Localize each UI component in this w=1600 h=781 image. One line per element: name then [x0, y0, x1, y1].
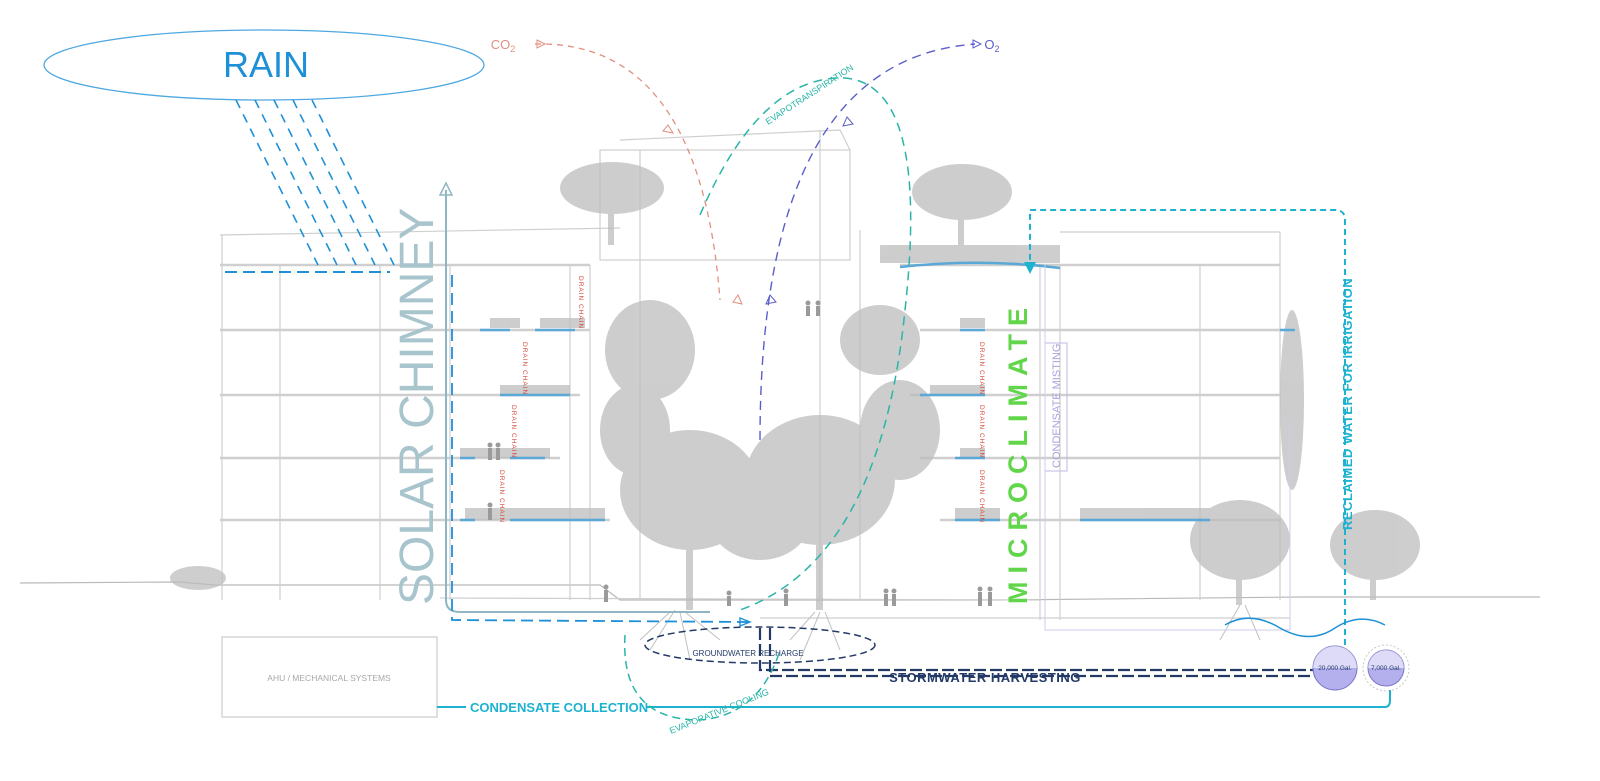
tank-20000: 20,000 Gal. — [1312, 645, 1358, 691]
condensate-collection-label: CONDENSATE COLLECTION — [470, 700, 648, 715]
evapotranspiration-label: EVAPOTRANSPIRATION — [764, 62, 856, 126]
drain-chains-left: DRAIN CHAIN DRAIN CHAIN DRAIN CHAIN DRAI… — [498, 276, 584, 523]
svg-text:DRAIN CHAIN: DRAIN CHAIN — [521, 342, 528, 395]
evaporative-cooling-label: EVAPORATIVE COOLING — [668, 687, 770, 736]
rain-label: RAIN — [223, 44, 309, 85]
reclaimed-water-label: RECLAIMED WATER FOR IRRIGATION — [1340, 278, 1355, 530]
svg-text:DRAIN CHAIN: DRAIN CHAIN — [978, 405, 985, 458]
condensate-misting-label: CONDENSATE MISTING — [1051, 344, 1063, 468]
stormwater-harvesting — [758, 617, 1386, 678]
svg-text:DRAIN CHAIN: DRAIN CHAIN — [978, 470, 985, 523]
svg-text:DRAIN CHAIN: DRAIN CHAIN — [498, 470, 505, 523]
condensate-collection: CONDENSATE COLLECTION — [437, 690, 1391, 715]
svg-text:DRAIN CHAIN: DRAIN CHAIN — [577, 276, 584, 329]
co2-flow: CO2 — [491, 37, 743, 305]
svg-text:CO2: CO2 — [491, 37, 516, 54]
groundwater-recharge-label: GROUNDWATER RECHARGE — [692, 649, 803, 658]
solar-chimney: SOLAR CHIMNEY — [391, 181, 710, 613]
reclaimed-water-loop: RECLAIMED WATER FOR IRRIGATION — [1024, 209, 1355, 645]
svg-text:DRAIN CHAIN: DRAIN CHAIN — [978, 342, 985, 395]
microclimate-label: MICROCLIMATE — [1003, 300, 1033, 604]
condensate-misting: CONDENSATE MISTING — [1044, 265, 1291, 631]
stormwater-harvesting-label: STORMWATER HARVESTING — [889, 670, 1081, 685]
ahu-mechanical-box: AHU / MECHANICAL SYSTEMS — [221, 636, 438, 718]
rain-drops — [235, 99, 395, 266]
planter-slabs — [460, 261, 1295, 522]
solar-chimney-label: SOLAR CHIMNEY — [391, 208, 444, 605]
drain-chains-right: DRAIN CHAIN DRAIN CHAIN DRAIN CHAIN — [978, 342, 985, 523]
vegetation — [170, 162, 1420, 610]
tank-20000-label: 20,000 Gal. — [1318, 665, 1352, 672]
o2-flow: O2 — [759, 37, 1000, 441]
ahu-label: AHU / MECHANICAL SYSTEMS — [267, 673, 391, 683]
svg-text:DRAIN CHAIN: DRAIN CHAIN — [510, 405, 517, 458]
groundwater-recharge: GROUNDWATER RECHARGE — [644, 626, 876, 664]
tank-7000-label: 7,000 Gal. — [1371, 665, 1401, 672]
chimney-water-flow — [451, 275, 749, 623]
svg-text:O2: O2 — [984, 37, 999, 54]
people — [487, 300, 993, 606]
rain-cloud: RAIN — [43, 29, 485, 101]
tank-7000: 7,000 Gal. — [1362, 644, 1410, 692]
